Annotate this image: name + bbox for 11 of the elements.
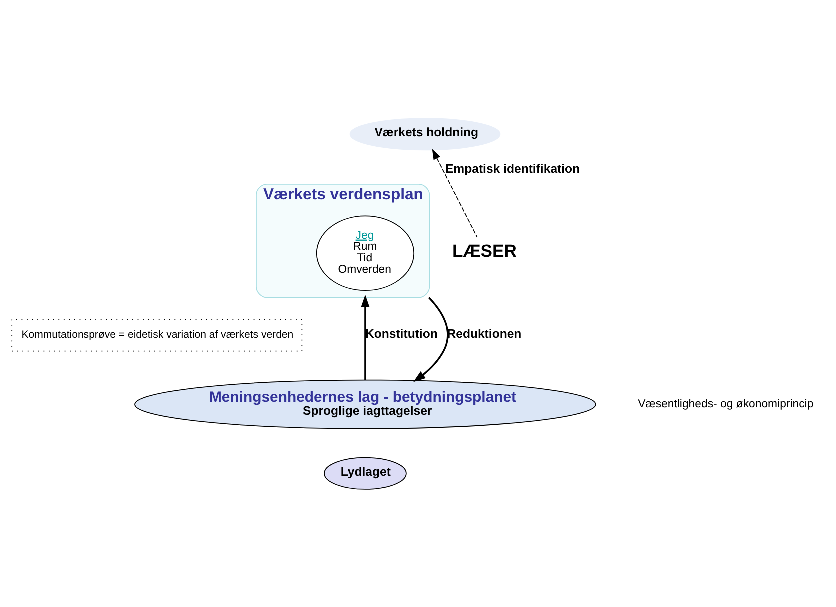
node-ellipse: Lydlaget	[324, 456, 407, 490]
node-ellipse: Jeg Rum Tid Omverden	[316, 215, 415, 291]
arrow	[361, 294, 370, 380]
arrow	[432, 148, 478, 238]
label: Væsentligheds- og økonomiprincip	[638, 398, 814, 410]
node-box: Kommutationsprøve = eidetisk variation af værkets verden	[12, 318, 303, 352]
arrow	[413, 296, 449, 382]
node-text: LÆSER	[452, 240, 517, 260]
node-ellipse: Værkets holdning	[350, 118, 501, 150]
edge-label: Empatisk identifikation	[445, 162, 580, 176]
node-ellipse: Meningsenhedernes lag - betydningsplanet Sproglige iagttagelser	[134, 379, 596, 429]
